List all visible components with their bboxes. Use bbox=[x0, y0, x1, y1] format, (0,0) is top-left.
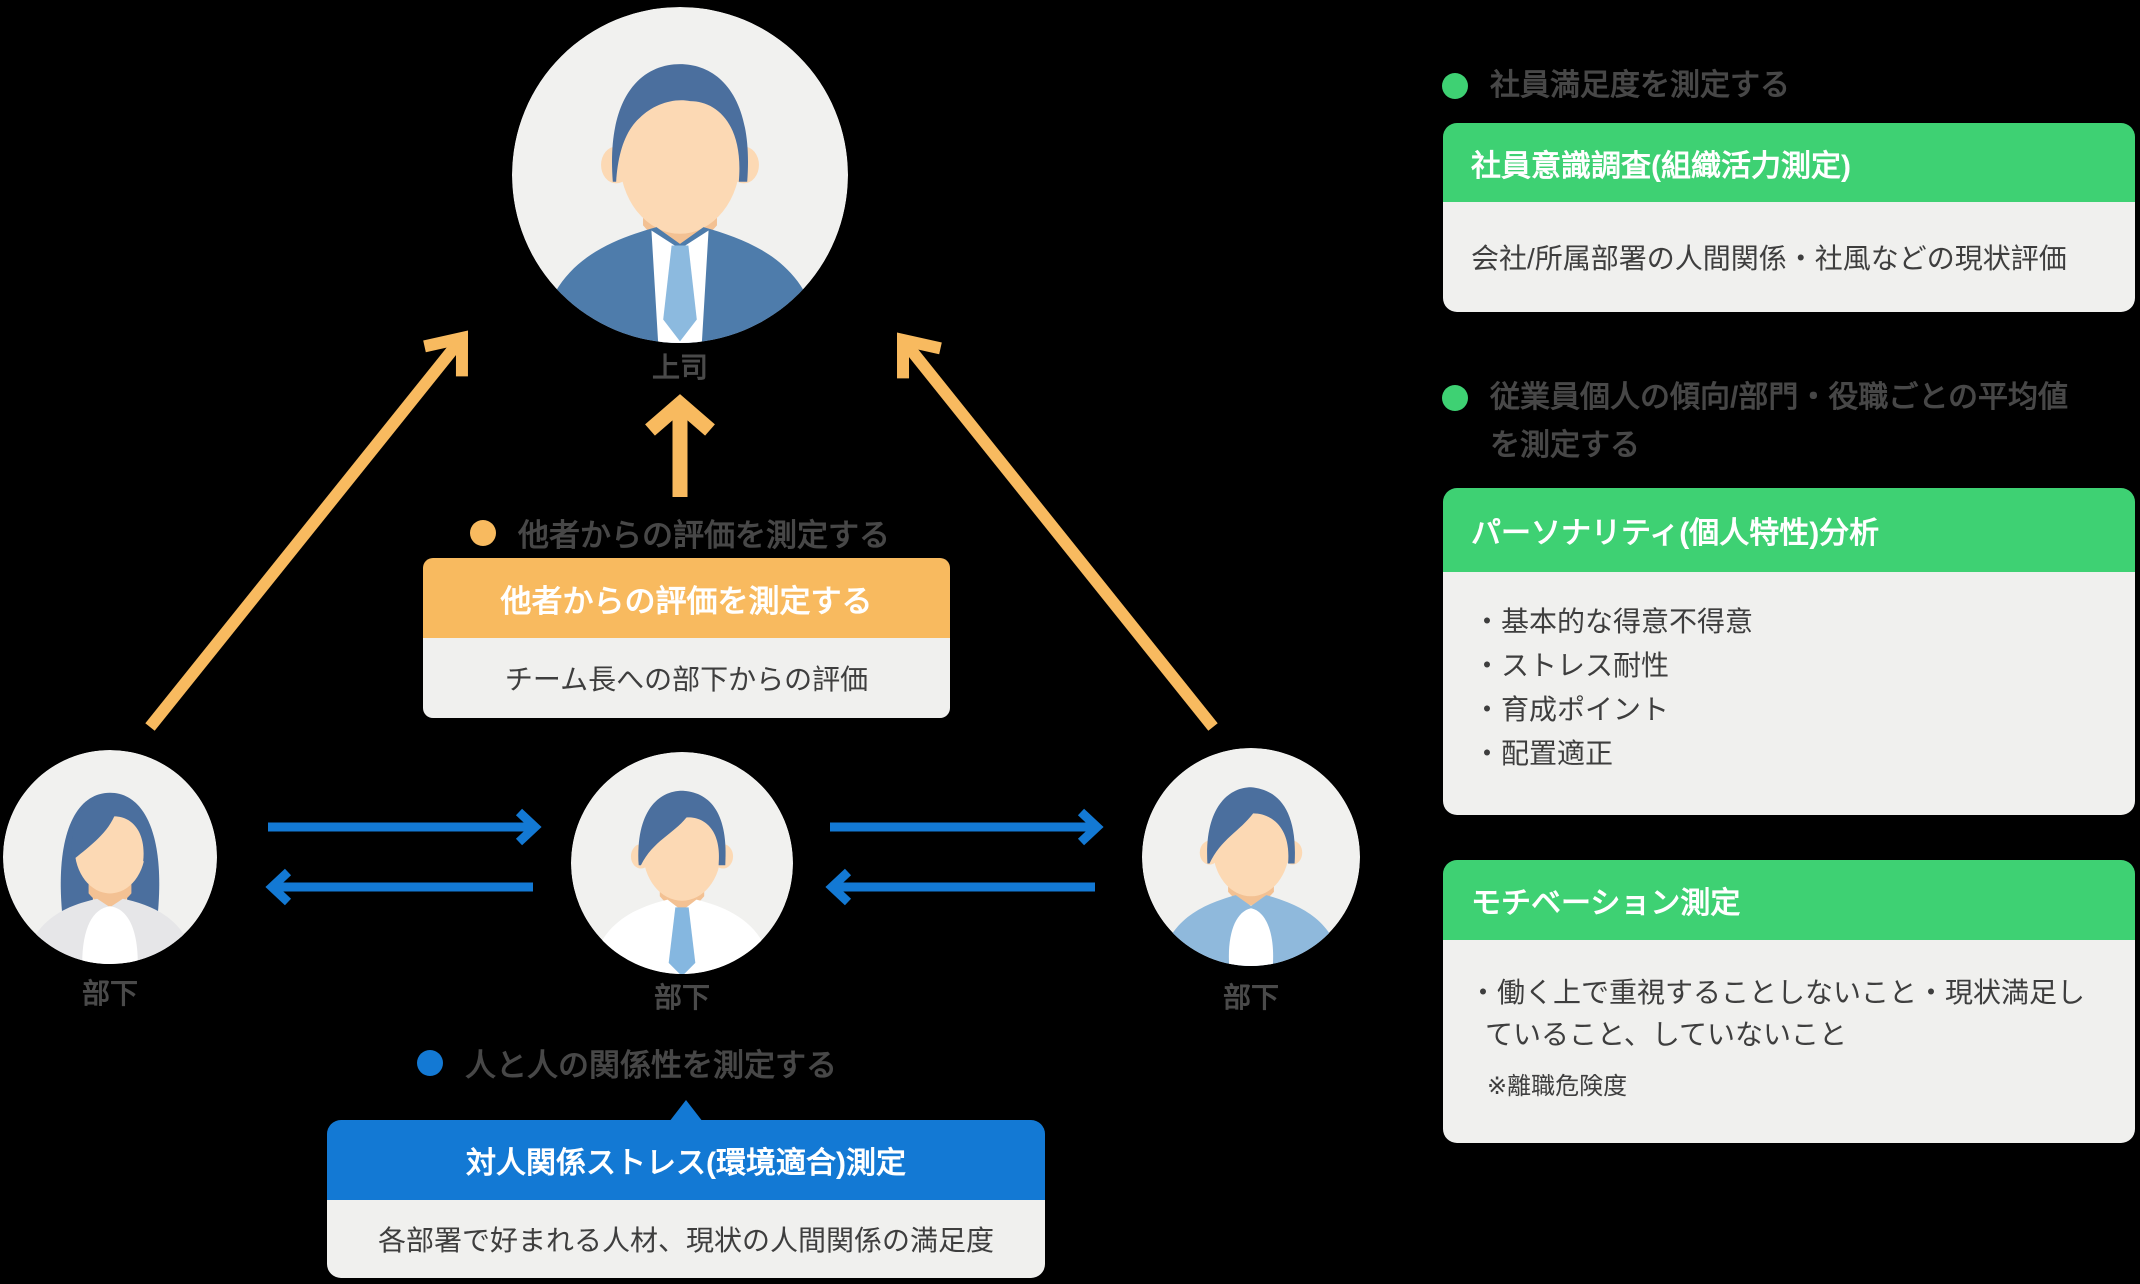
list-item: ・育成ポイント bbox=[1473, 694, 1670, 725]
employee-survey-box-title: 社員意識調査(組織活力測定) bbox=[1443, 123, 2135, 202]
list-item: ・基本的な得意不得意 bbox=[1473, 606, 1754, 637]
personality-bullet-line1: 従業員個人の傾向/部門・役職ごとの平均値 bbox=[1490, 381, 2069, 414]
satisfaction-bullet-label: 社員満足度を測定する bbox=[1490, 69, 1790, 102]
motivation-body-line1: ・働く上で重視することしないこと・現状満足し bbox=[1469, 977, 2086, 1008]
peer-evaluation-box-body: チーム長への部下からの評価 bbox=[423, 638, 950, 718]
subordinate-center-avatar: 部下 bbox=[571, 752, 793, 1013]
subordinate-right-label: 部下 bbox=[1222, 982, 1279, 1013]
list-item: ・配置適正 bbox=[1473, 738, 1614, 769]
orange-bullet-label: 他者からの評価を測定する bbox=[518, 518, 890, 553]
personality-bullet-row: 従業員個人の傾向/部門・役職ごとの平均値 を測定する bbox=[1442, 374, 2068, 470]
subordinate-right-illustration bbox=[1142, 748, 1360, 966]
subordinate-right-avatar: 部下 bbox=[1142, 748, 1360, 1013]
green-bullet-icon bbox=[1442, 73, 1468, 99]
arrow-right-subordinate-to-boss bbox=[896, 332, 1218, 731]
motivation-box: モチベーション測定 ・働く上で重視することしないこと・現状満足し ていること、し… bbox=[1443, 860, 2135, 1143]
subordinate-left-avatar: 部下 bbox=[3, 750, 217, 1009]
interpersonal-stress-box: 対人関係ストレス(環境適合)測定 各部署で好まれる人材、現状の人間関係の満足度 bbox=[327, 1100, 1045, 1278]
green-bullet-icon bbox=[1442, 385, 1468, 411]
personality-analysis-box-body: ・基本的な得意不得意 ・ストレス耐性 ・育成ポイント ・配置適正 bbox=[1443, 572, 2135, 815]
motivation-box-body: ・働く上で重視することしないこと・現状満足し ていること、していないこと ※離職… bbox=[1443, 940, 2135, 1143]
boss-avatar-illustration bbox=[512, 7, 848, 343]
employee-survey-box-body: 会社/所属部署の人間関係・社風などの現状評価 bbox=[1443, 202, 2135, 312]
motivation-body-line2: ていること、していないこと bbox=[1485, 1019, 1848, 1050]
employee-survey-box: 社員意識調査(組織活力測定) 会社/所属部署の人間関係・社風などの現状評価 bbox=[1443, 123, 2135, 312]
personality-bullet-label: 従業員個人の傾向/部門・役職ごとの平均値 を測定する bbox=[1490, 374, 2068, 470]
boss-avatar: 上司 bbox=[512, 7, 848, 383]
motivation-box-title: モチベーション測定 bbox=[1443, 860, 2135, 940]
blue-bullet-icon bbox=[417, 1049, 443, 1076]
peer-evaluation-box: 他者からの評価を測定する チーム長への部下からの評価 bbox=[423, 558, 950, 718]
blue-bullet-label: 人と人の関係性を測定する bbox=[465, 1048, 837, 1083]
subordinate-center-label: 部下 bbox=[653, 982, 710, 1013]
arrow-left-subordinate-to-boss bbox=[145, 330, 469, 731]
list-item: ・ストレス耐性 bbox=[1473, 650, 1670, 681]
boss-label: 上司 bbox=[651, 352, 708, 383]
interpersonal-stress-box-body: 各部署で好まれる人材、現状の人間関係の満足度 bbox=[327, 1200, 1045, 1278]
blue-bullet-row: 人と人の関係性を測定する bbox=[417, 1040, 837, 1085]
satisfaction-bullet-row: 社員満足度を測定する bbox=[1442, 62, 1790, 110]
orange-bullet-icon bbox=[470, 519, 496, 546]
subordinate-left-illustration bbox=[3, 750, 217, 964]
personality-analysis-box: パーソナリティ(個人特性)分析 ・基本的な得意不得意 ・ストレス耐性 ・育成ポイ… bbox=[1443, 488, 2135, 815]
peer-evaluation-box-title: 他者からの評価を測定する bbox=[423, 558, 950, 638]
personality-analysis-box-title: パーソナリティ(個人特性)分析 bbox=[1443, 488, 2135, 572]
orange-bullet-row: 他者からの評価を測定する bbox=[470, 510, 890, 555]
subordinate-center-illustration bbox=[571, 752, 793, 974]
subordinate-left-label: 部下 bbox=[81, 978, 138, 1009]
motivation-note: ※離職危険度 bbox=[1487, 1073, 1628, 1100]
pointer-up-icon bbox=[669, 1100, 703, 1122]
personality-bullet-line2: を測定する bbox=[1490, 429, 1640, 462]
interpersonal-stress-box-title: 対人関係ストレス(環境適合)測定 bbox=[327, 1120, 1045, 1200]
